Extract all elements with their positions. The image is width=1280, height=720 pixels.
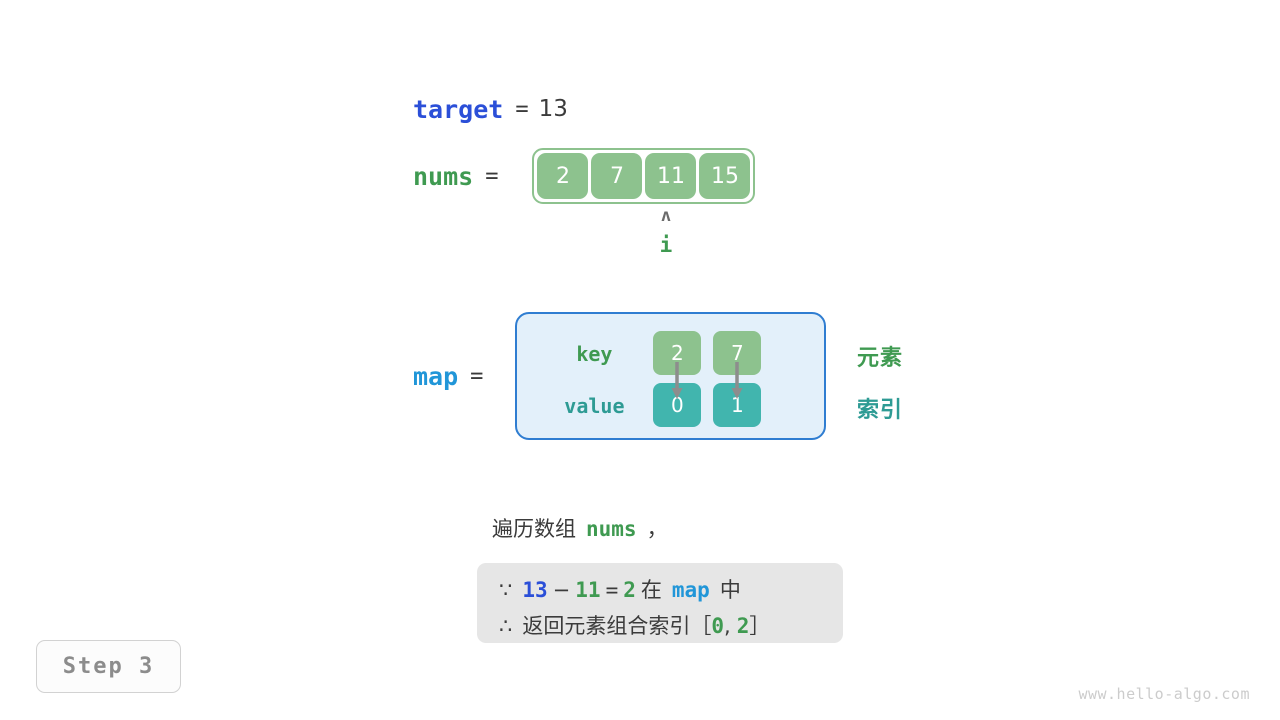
callout-result-text: 返回元素组合索引 [522,614,691,638]
map-panel: key value 2 7 0 1 [515,312,827,440]
callout-line-1: ∵ 13 − 11 = 2 在 map 中 [499,572,821,608]
target-variable-label: target [413,94,504,124]
minus-sign: − [552,578,571,602]
nums-variable-label: nums [413,161,474,191]
nums-row: nums = 2 7 11 15 [413,148,756,204]
caret-up-icon: ʌ [660,206,672,226]
array-cell: 7 [591,153,643,199]
callout-word-zhong: 中 [719,578,741,602]
bracket-close: ］ [749,614,771,638]
map-row: map = key value 2 7 0 1 [413,312,827,440]
annotation-element: 元素 [857,346,904,371]
map-value-cell: 0 [653,383,702,427]
map-equals-sign: = [470,363,484,389]
map-value-cell: 1 [713,383,762,427]
index-pointer-group: ʌ i [646,206,686,258]
target-equals-sign: = [515,96,529,122]
equals-sign: = [605,578,619,602]
map-row-label-value: value [564,394,625,418]
array-cell: 11 [645,153,697,199]
annotation-index: 索引 [857,398,904,423]
reasoning-callout: ∵ 13 − 11 = 2 在 map 中 ∴ 返回元素组合索引 ［ 0 , 2… [477,563,843,643]
array-cell: 15 [699,153,751,199]
because-symbol: ∵ [499,578,513,602]
callout-word-zai: 在 [640,578,662,602]
description-suffix: ， [646,517,668,541]
nums-array-container: 2 7 11 15 [532,148,756,204]
footer-url: www.hello-algo.com [1078,685,1250,703]
nums-equals-sign: = [485,163,499,189]
callout-value-current: 11 [575,578,601,602]
callout-keyword-map: map [671,578,710,602]
result-index-second: 2 [736,614,750,638]
map-variable-label: map [413,361,459,391]
result-index-first: 0 [711,614,725,638]
array-cell: 2 [537,153,589,199]
step-badge: Step 3 [36,640,181,693]
callout-value-target: 13 [522,578,548,602]
therefore-symbol: ∴ [499,614,513,638]
map-row-label-key: key [576,342,613,366]
target-row: target = 13 [413,93,568,125]
callout-line-2: ∴ 返回元素组合索引 ［ 0 , 2 ］ [499,608,821,644]
target-value: 13 [538,96,568,122]
key-to-value-arrow-icon [731,362,743,399]
description-line: 遍历数组 nums ， [492,513,668,543]
description-keyword-nums: nums [586,517,637,541]
pointer-label-i: i [659,233,673,257]
callout-value-complement: 2 [623,578,636,602]
description-prefix: 遍历数组 [492,517,576,541]
result-comma: , [724,614,731,638]
bracket-open: ［ [690,614,712,638]
key-to-value-arrow-icon [671,362,683,399]
